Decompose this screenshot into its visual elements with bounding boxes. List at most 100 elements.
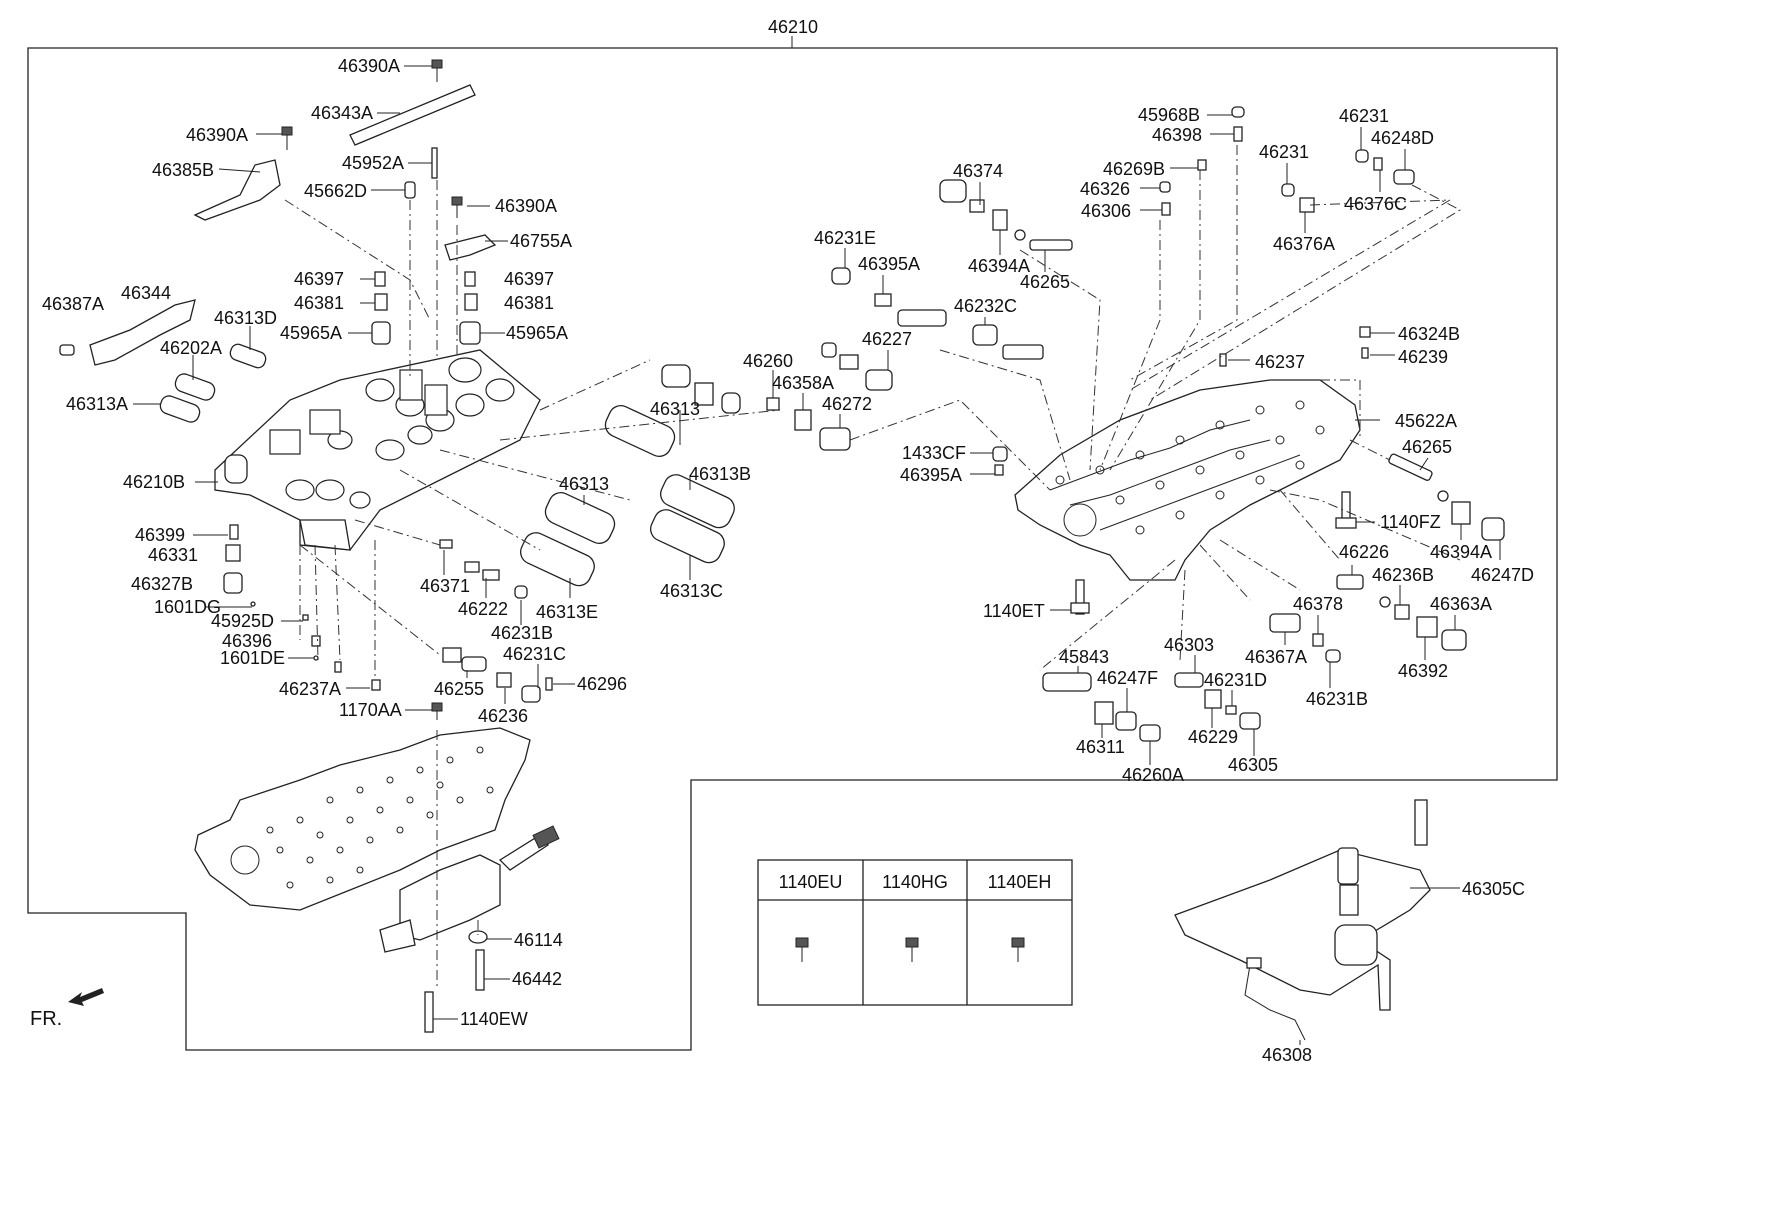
part-label: 46358A	[772, 373, 835, 393]
part-label: 46394A	[968, 256, 1031, 276]
lower-valve-body	[1014, 379, 1361, 581]
part-label: 46313D	[214, 308, 278, 328]
part-label: 46265	[1020, 272, 1071, 292]
part-label: 46376A	[1273, 234, 1336, 254]
part-label: 46265	[1402, 437, 1453, 457]
part-label: 46376C	[1344, 194, 1408, 214]
part-label: 46236B	[1372, 565, 1435, 585]
part-label: 46381	[294, 293, 345, 313]
part-label: 46390A	[338, 56, 401, 76]
part-label: 45952A	[342, 153, 405, 173]
part-label: 46378	[1293, 594, 1344, 614]
part-label: 46272	[822, 394, 873, 414]
part-label: 1140EW	[460, 1009, 528, 1029]
part-label: 46313C	[660, 581, 724, 601]
part-label: 46114	[514, 930, 563, 950]
part-label: 46231	[1259, 142, 1310, 162]
part-label: 45965A	[280, 323, 343, 343]
front-arrow-icon	[68, 988, 104, 1006]
part-label: 46303	[1164, 635, 1215, 655]
part-label: 46385B	[152, 160, 215, 180]
part-label: 46247D	[1471, 565, 1535, 585]
part-label: 1140ET	[983, 601, 1045, 621]
part-label: 46231	[1339, 106, 1390, 126]
part-label: 46269B	[1103, 159, 1166, 179]
part-label: 46395A	[900, 465, 963, 485]
part-label: 46255	[434, 679, 485, 699]
part-label: 46222	[458, 599, 509, 619]
left-solenoids	[59, 343, 741, 587]
part-label: 46313E	[536, 602, 599, 622]
part-label: 46239	[1398, 347, 1449, 367]
part-label: 46202A	[160, 338, 223, 358]
part-label: 46390A	[186, 125, 249, 145]
leader-lines	[133, 65, 1501, 1045]
part-label: 46308	[1262, 1045, 1313, 1065]
part-label: 46232C	[954, 296, 1018, 316]
part-label: 46227	[862, 329, 913, 349]
part-label: 46398	[1152, 125, 1203, 145]
part-label: 1601DG	[154, 597, 222, 617]
pin-45952A	[431, 147, 438, 179]
assembly-number: 46210	[768, 17, 819, 37]
part-label: 46237A	[279, 679, 342, 699]
part-label: 46313	[650, 399, 701, 419]
part-label: 46395A	[858, 254, 921, 274]
part-label: 46313	[559, 474, 610, 494]
left-small-parts	[424, 539, 553, 1033]
part-label: 46260A	[1122, 765, 1185, 785]
sensor-bracket	[1174, 799, 1431, 1041]
part-label: 46392	[1398, 661, 1449, 681]
bolt-table-header: 1140EU	[778, 872, 843, 892]
part-label: 46442	[512, 969, 563, 989]
part-label: 46396	[222, 631, 273, 651]
part-label: 46397	[504, 269, 555, 289]
part-label: 46248D	[1371, 128, 1435, 148]
part-label: 45968B	[1138, 105, 1201, 125]
connection-lines	[284, 145, 1462, 990]
part-label: 46387A	[42, 294, 105, 314]
part-label: 46313B	[689, 464, 752, 484]
part-label: 46326	[1080, 179, 1131, 199]
upper-valve-body	[214, 349, 541, 551]
part-label: 46371	[420, 576, 471, 596]
part-label: 45662D	[304, 181, 368, 201]
part-label: 46226	[1339, 542, 1390, 562]
left-bolts	[281, 59, 463, 720]
part-label: 46344	[121, 283, 172, 303]
part-label: 46343A	[311, 103, 374, 123]
part-label: 1140FZ	[1380, 512, 1441, 532]
separator-plate	[194, 727, 531, 911]
part-label: 46306	[1081, 201, 1132, 221]
part-label: 46231B	[491, 623, 554, 643]
left-springs	[223, 271, 481, 691]
part-label: 46397	[294, 269, 345, 289]
part-label: 46229	[1188, 727, 1239, 747]
part-label: 1601DE	[220, 648, 286, 668]
part-label: 46231E	[814, 228, 877, 248]
part-label: 45965A	[506, 323, 569, 343]
part-label: 46210B	[123, 472, 186, 492]
part-label: 46296	[577, 674, 628, 694]
bracket-46385B	[193, 159, 281, 221]
part-label: 1170AA	[339, 700, 402, 720]
part-label: 46305C	[1462, 879, 1526, 899]
part-label: 46331	[148, 545, 199, 565]
part-label: 46367A	[1245, 647, 1308, 667]
part-label: 46324B	[1398, 324, 1461, 344]
bracket-46755A	[444, 234, 497, 261]
part-label: 1433CF	[902, 443, 967, 463]
part-label: 46231C	[503, 644, 567, 664]
orientation-label: FR.	[30, 1008, 63, 1030]
part-label: 46374	[953, 161, 1004, 181]
part-label: 45622A	[1395, 411, 1458, 431]
part-label: 46381	[504, 293, 555, 313]
part-label: 46327B	[131, 574, 194, 594]
part-label: 46363A	[1430, 594, 1493, 614]
part-label: 45843	[1059, 647, 1110, 667]
gasket-46343A	[349, 84, 476, 146]
manual-valve-housing	[379, 825, 560, 953]
part-label: 46231D	[1204, 670, 1268, 690]
part-label: 46231B	[1306, 689, 1369, 709]
